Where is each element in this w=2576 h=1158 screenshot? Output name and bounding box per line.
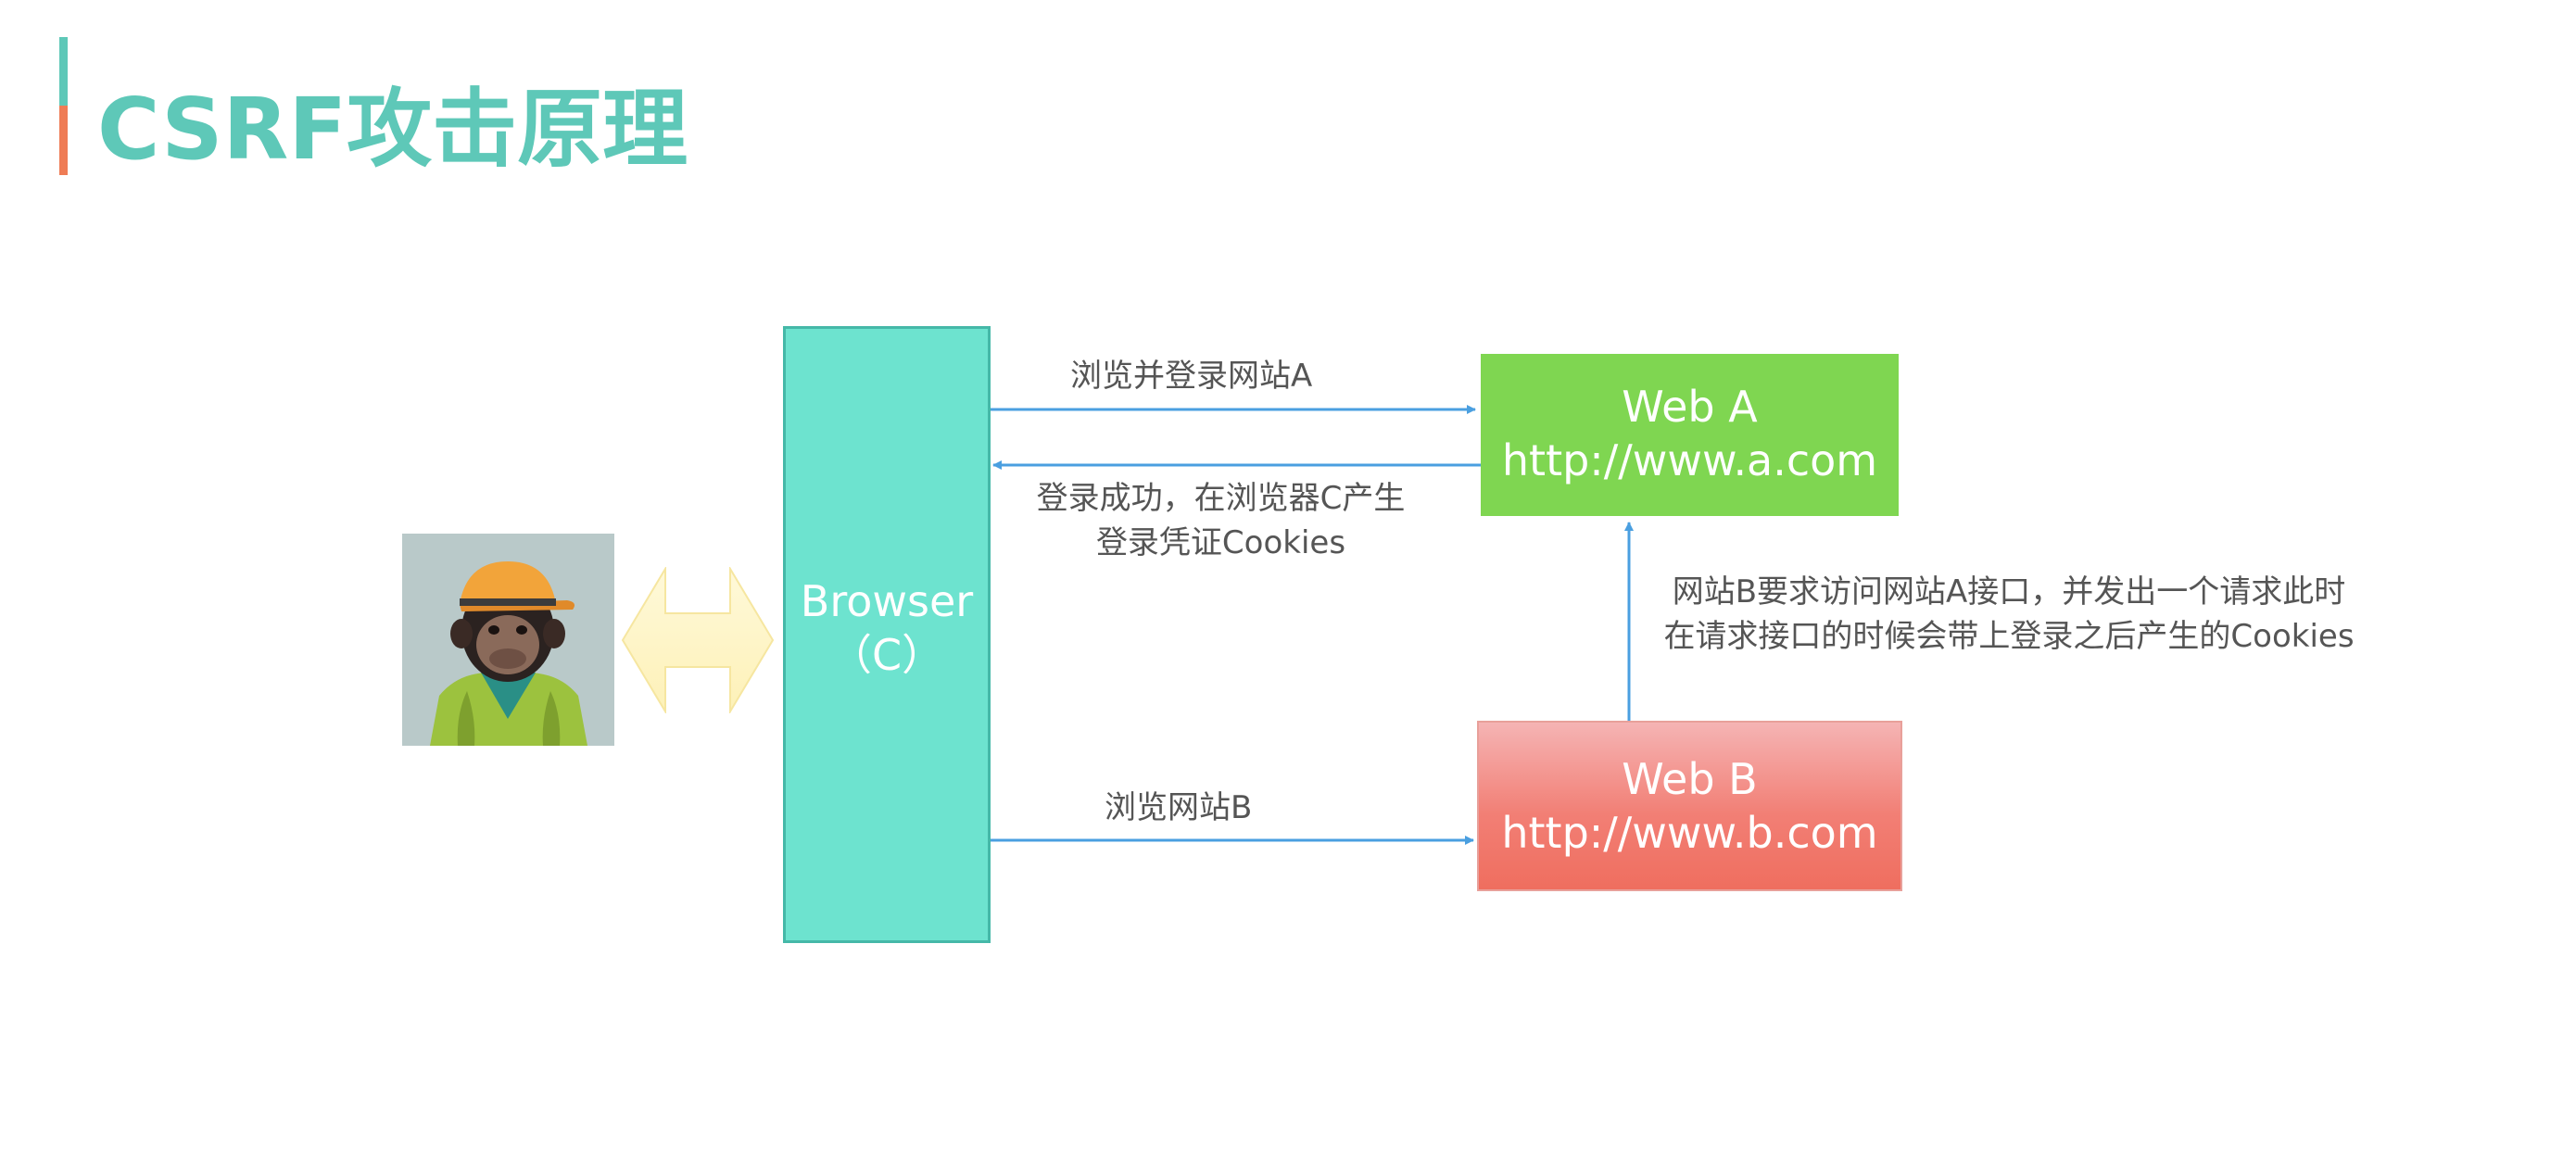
web-a-node: Web A http://www.a.com [1481,354,1899,516]
title-accent-bar-bottom [59,106,68,175]
browser-label-name: Browser [800,576,974,626]
edge-label-browse-login-a: 浏览并登录网站A [1070,358,1313,395]
edge-label-b-request-line2: 在请求接口的时候会带上登录之后产生的Cookies [1663,618,2355,655]
browser-label-id: （C） [828,630,945,680]
web-b-node: Web B http://www.b.com [1477,721,1902,891]
browser-node [783,326,991,943]
edge-label-login-success: 登录成功，在浏览器C产生 登录凭证Cookies [1005,476,1436,565]
web-b-url: http://www.b.com [1501,808,1878,858]
web-a-name: Web A [1622,382,1758,432]
page-title: CSRF攻击原理 [97,80,688,179]
title-accent-bar-top [59,37,68,106]
user-avatar [402,534,614,746]
edge-label-b-request: 网站B要求访问网站A接口，并发出一个请求此时 在请求接口的时候会带上登录之后产生… [1648,570,2370,659]
edge-label-login-success-line2: 登录凭证Cookies [1095,524,1346,561]
web-a-url: http://www.a.com [1501,435,1878,485]
web-b-name: Web B [1622,754,1758,804]
edge-label-b-request-line1: 网站B要求访问网站A接口，并发出一个请求此时 [1672,573,2346,610]
edge-label-browse-b: 浏览网站B [1105,789,1253,826]
double-arrow-icon [621,565,775,715]
browser-label: Browser （C） [783,574,991,682]
edge-label-login-success-line1: 登录成功，在浏览器C产生 [1036,480,1406,517]
